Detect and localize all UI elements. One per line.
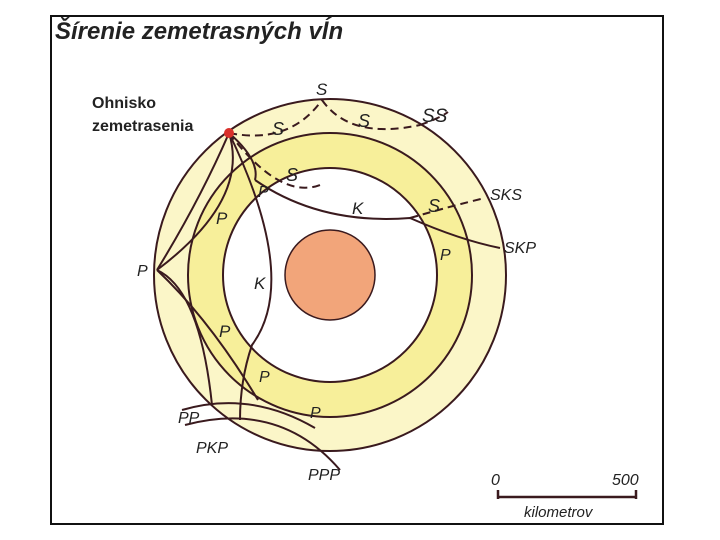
label-k-upper: K <box>352 199 364 218</box>
earthquake-focus <box>224 128 234 138</box>
focus-label-line2: zemetrasenia <box>92 118 193 135</box>
label-s-upper-mid: S <box>358 111 370 131</box>
label-p-bottom: P <box>310 405 321 422</box>
inner-core <box>285 230 375 320</box>
label-s-inner: S <box>286 165 298 185</box>
label-k-left: K <box>254 274 266 293</box>
label-sks: SKS <box>490 187 522 204</box>
label-p-lower: P <box>259 369 270 386</box>
label-p-left-band: P <box>216 209 228 228</box>
label-p-lower-band: P <box>219 322 231 341</box>
label-s-top: S <box>316 80 328 99</box>
label-ss: SS <box>422 106 448 127</box>
scale-start-label: 0 <box>491 472 500 489</box>
label-s-right: S <box>428 196 440 216</box>
label-p-outer-left: P <box>137 263 148 280</box>
label-pp: PP <box>178 410 200 427</box>
scale-unit-label: kilometrov <box>524 504 594 521</box>
scale-end-label: 500 <box>612 472 639 489</box>
label-s-upper-left: S <box>272 119 284 139</box>
label-ppp: PPP <box>308 467 340 484</box>
label-p-upper: P <box>258 184 269 201</box>
label-skp: SKP <box>504 240 536 257</box>
label-p-right: P <box>440 247 451 264</box>
scale-bar: 0 500 kilometrov <box>491 472 639 521</box>
focus-label-line1: Ohnisko <box>92 95 156 112</box>
label-pkp: PKP <box>196 440 228 457</box>
